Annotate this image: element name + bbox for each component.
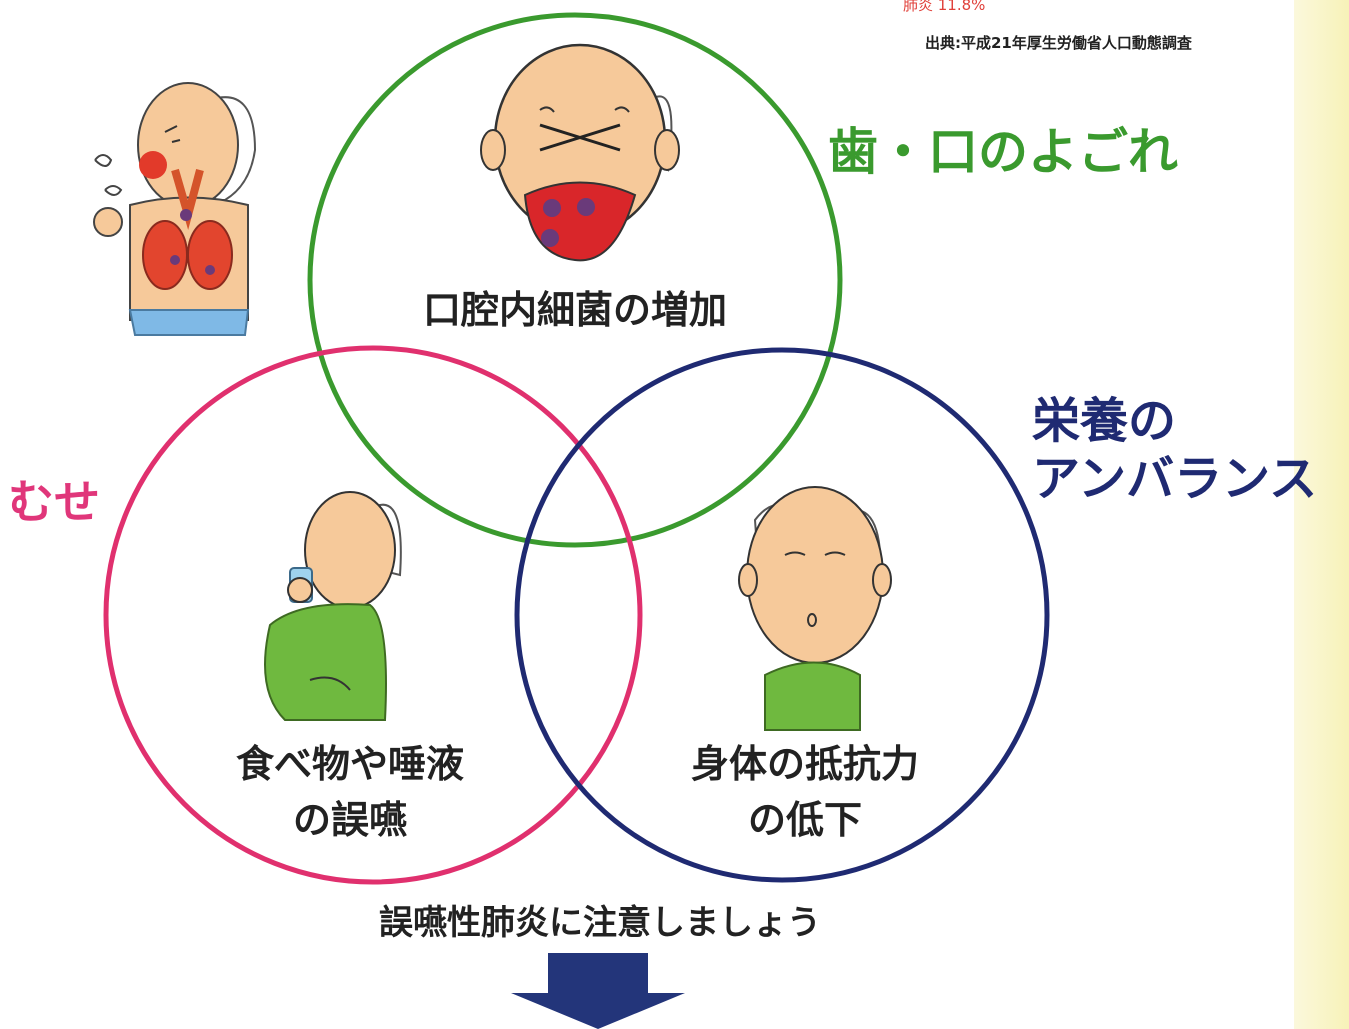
green-circle xyxy=(307,12,843,548)
caption-oral-bacteria: 口腔内細菌の増加 xyxy=(422,288,727,332)
weak-man-illustration xyxy=(738,486,892,731)
caption-aspiration: 食べ物や唾液 の誤嚥 xyxy=(190,736,510,848)
navy-circle xyxy=(514,347,1050,883)
caption-immunity-line2: の低下 xyxy=(747,798,862,842)
coughing-man-illustration xyxy=(93,82,257,336)
label-nutrition-imbalance: 栄養の アンバランス xyxy=(1032,392,1317,508)
statistic-fragment: 肺炎 11.8% xyxy=(903,0,986,14)
side-band xyxy=(1294,0,1349,1029)
footer-message: 誤嚥性肺炎に注意しましょう xyxy=(379,903,821,943)
caption-immunity-line1: 身体の抵抗力 xyxy=(690,742,919,786)
label-choking: むせ xyxy=(8,475,100,529)
source-note: 出典:平成21年厚生労働省人口動態調査 xyxy=(925,34,1192,52)
drinking-man-illustration xyxy=(264,491,402,721)
caption-immunity: 身体の抵抗力 の低下 xyxy=(650,736,960,848)
caption-aspiration-line2: の誤嚥 xyxy=(292,798,407,842)
dirty-mouth-face-illustration xyxy=(480,43,680,262)
label-teeth-mouth-dirt: 歯・口のよごれ xyxy=(828,123,1178,181)
down-arrow-icon xyxy=(511,953,685,1029)
label-nutrition-line2: アンバランス xyxy=(1032,451,1318,507)
label-nutrition-line1: 栄養の xyxy=(1032,393,1177,449)
caption-aspiration-line1: 食べ物や唾液 xyxy=(235,742,464,786)
pink-circle xyxy=(103,345,643,885)
